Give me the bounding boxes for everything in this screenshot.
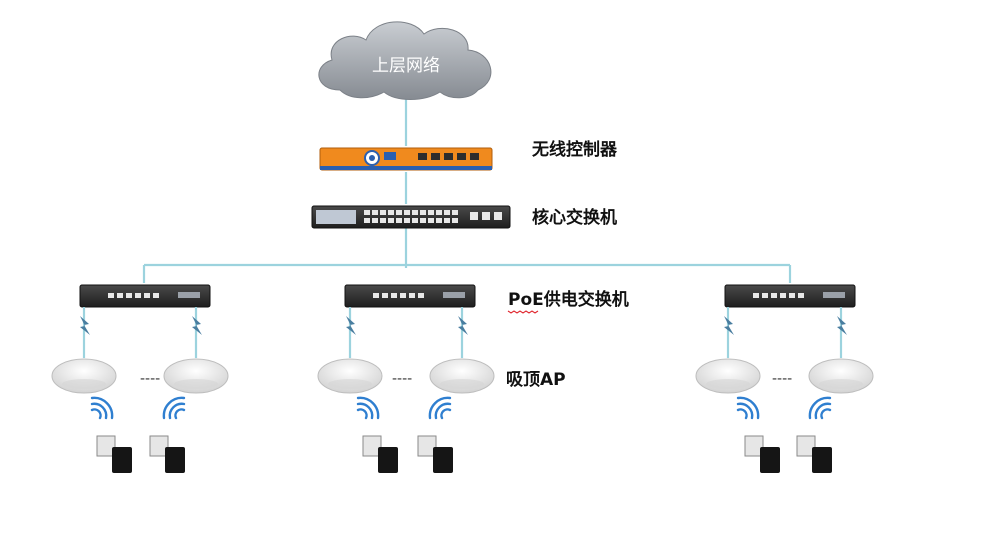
client-devices [96, 435, 832, 473]
ap-separator: ---- [140, 371, 160, 387]
poe-switch-label: PoE供电交换机 [508, 289, 629, 310]
ap-separator: ---- [392, 371, 412, 387]
wifi-signal-icon [356, 396, 380, 420]
controller-label: 无线控制器 [531, 139, 618, 160]
ap-separator: ---- [772, 371, 792, 387]
client-device-icon [417, 435, 453, 473]
cloud-label: 上层网络 [372, 56, 440, 76]
poe-switch-icon [79, 284, 211, 308]
poe-power-icon [724, 316, 734, 335]
ceiling-ap-icon [163, 358, 229, 394]
cloud-icon [318, 21, 492, 100]
wifi-signal-icon [808, 396, 832, 420]
ceiling-ap-icon [429, 358, 495, 394]
ceiling-ap-icon [317, 358, 383, 394]
wifi-signal-icon [736, 396, 760, 420]
poe-power-icon [346, 316, 356, 335]
ceiling-ap-icon [695, 358, 761, 394]
connection-lines [142, 94, 792, 283]
poe-switch-icon [724, 284, 856, 308]
wifi-signal-icon [428, 396, 452, 420]
client-device-icon [362, 435, 398, 473]
ceiling-ap-icon [808, 358, 874, 394]
poe-power-icon [192, 316, 202, 335]
poe-switch-icon [344, 284, 476, 308]
core-switch-icon [311, 205, 511, 229]
ceiling-aps [51, 358, 874, 394]
core-switch-label: 核心交换机 [532, 207, 617, 228]
poe-power-icon [458, 316, 468, 335]
client-device-icon [96, 435, 132, 473]
client-device-icon [149, 435, 185, 473]
ceiling-ap-icon [51, 358, 117, 394]
poe-feeds [80, 307, 847, 358]
wifi-signal-icon [162, 396, 186, 420]
spell-check-squiggle [507, 310, 539, 314]
ceiling-ap-label: 吸顶AP [506, 370, 566, 390]
controller-icon [319, 147, 493, 171]
poe-power-icon [80, 316, 90, 335]
wifi-signal-icon [90, 396, 114, 420]
wifi-signals [90, 396, 832, 420]
poe-power-icon [837, 316, 847, 335]
client-device-icon [744, 435, 780, 473]
client-device-icon [796, 435, 832, 473]
